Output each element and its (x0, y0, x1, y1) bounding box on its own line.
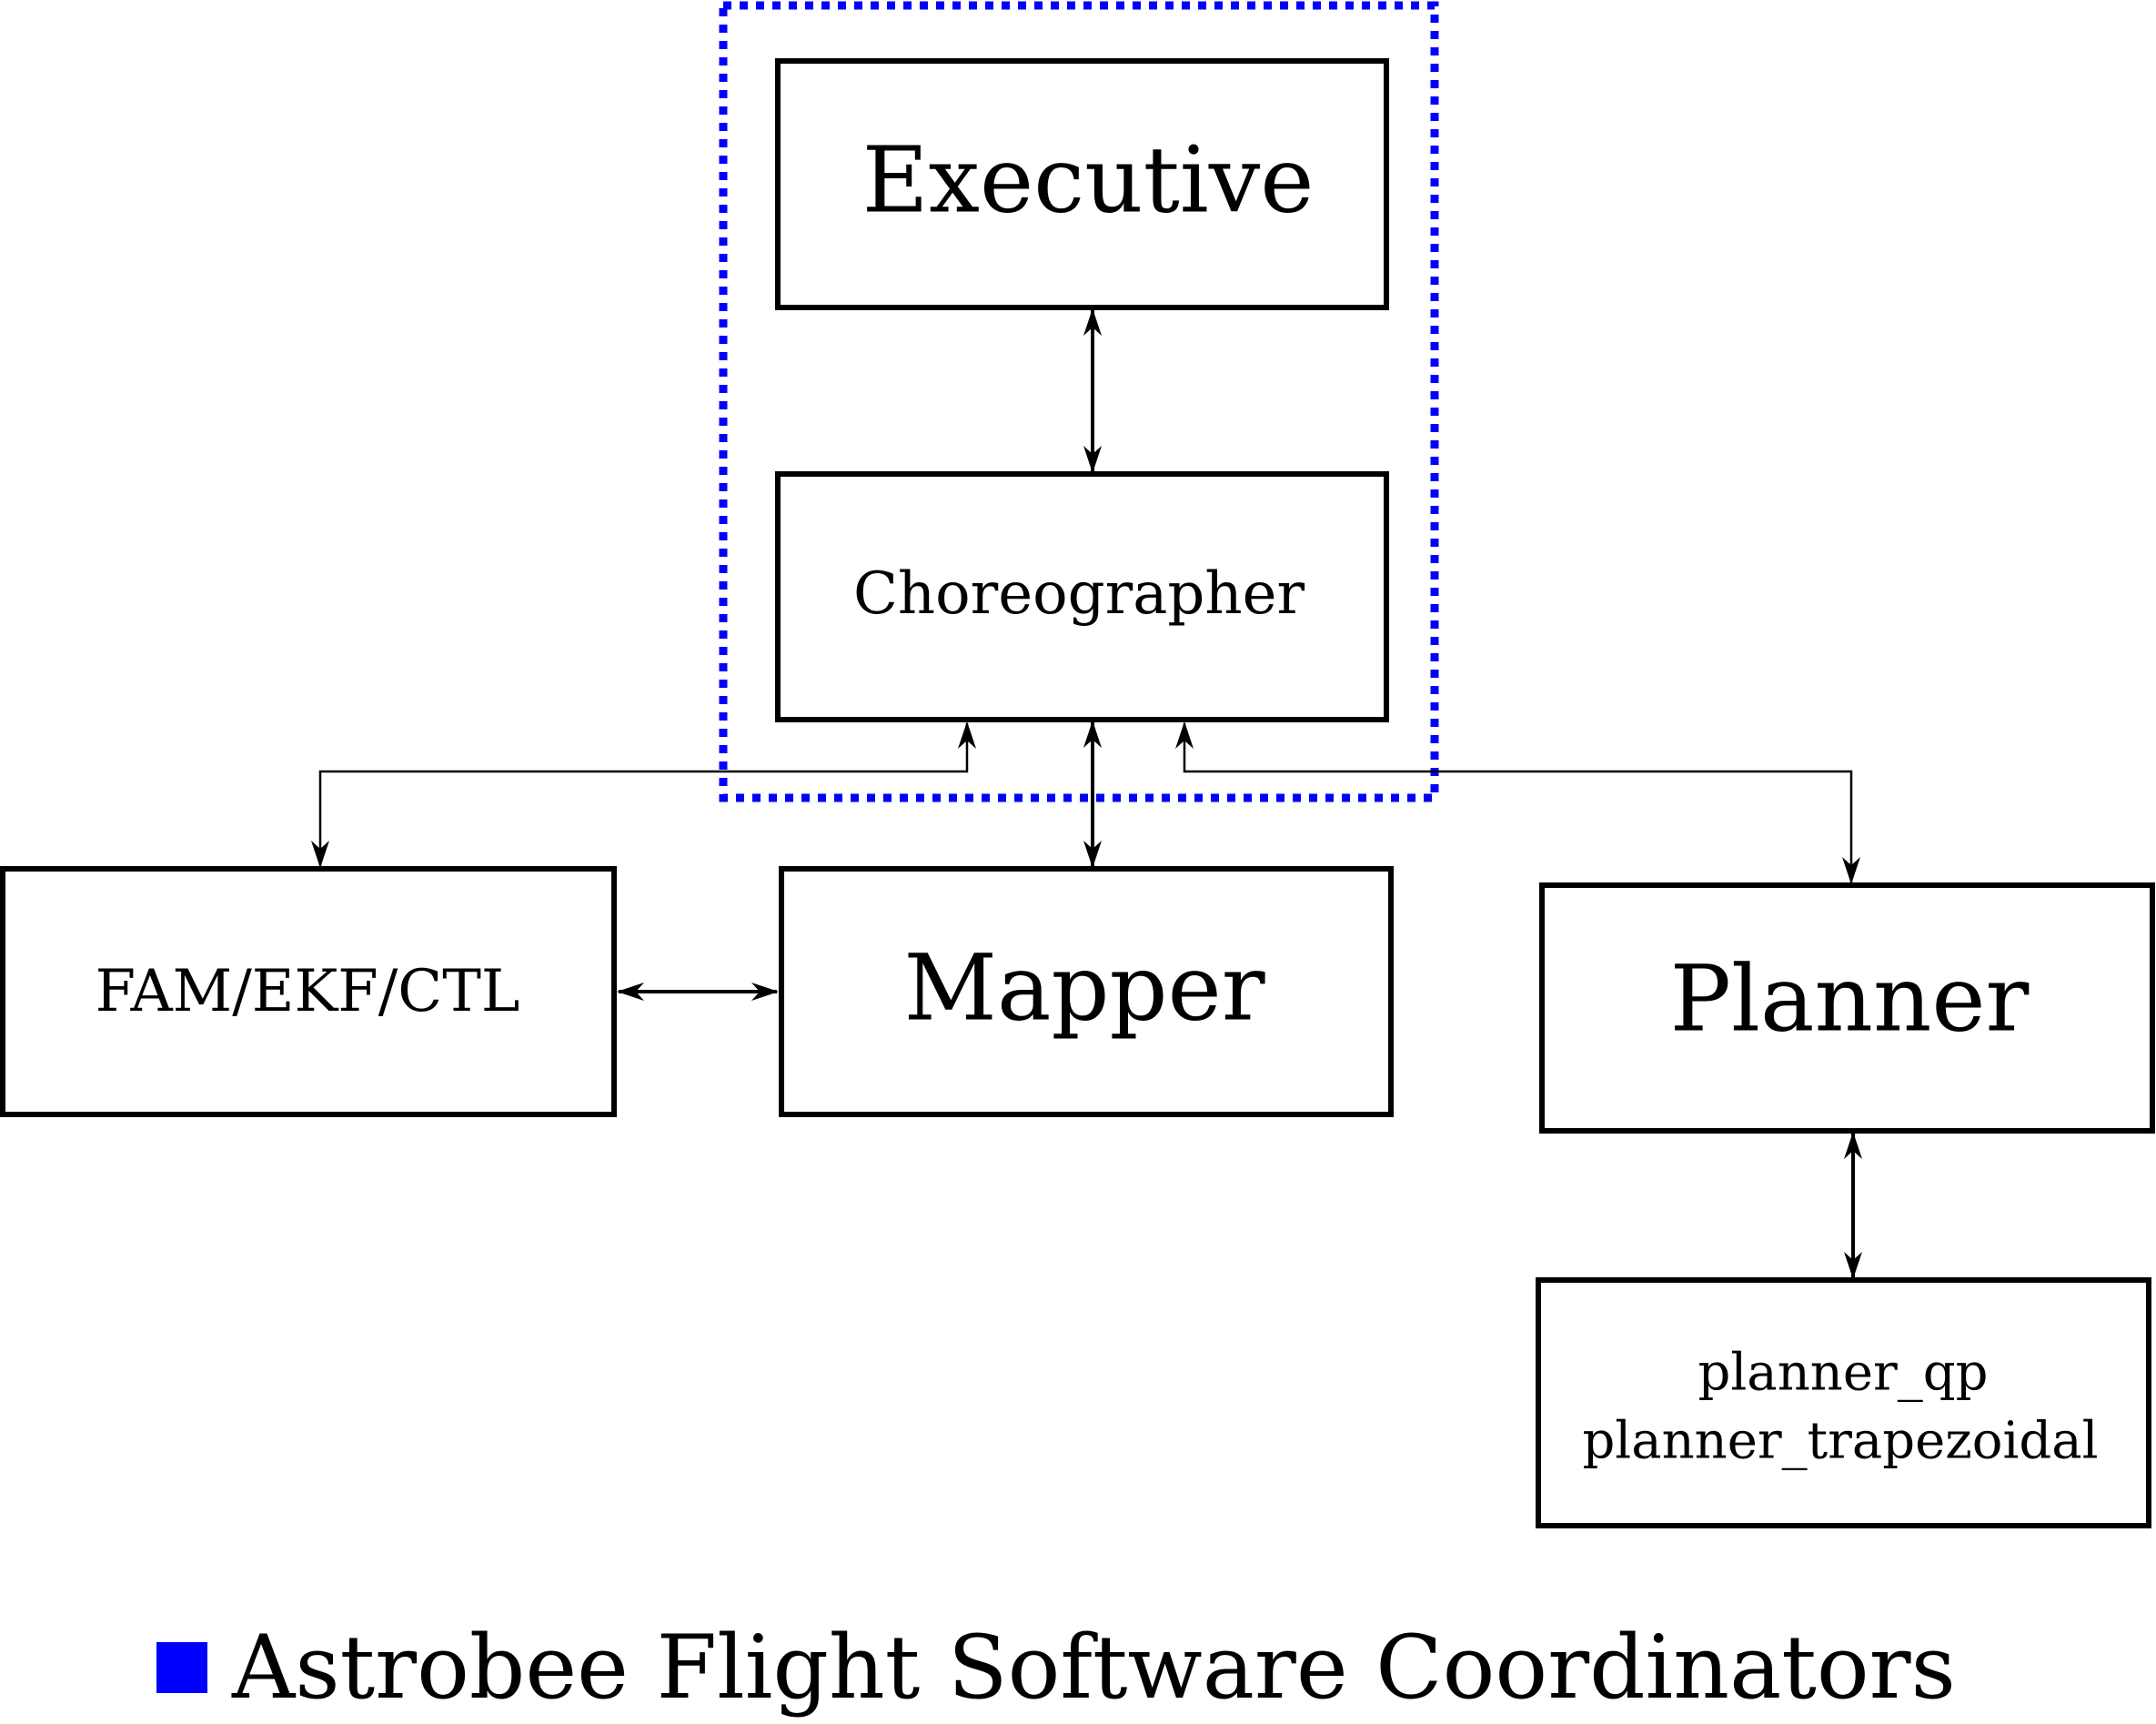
executive-label: Executive (862, 127, 1315, 234)
executive-box (775, 58, 1389, 310)
choreographer-planner-arrow (1175, 721, 1860, 884)
planner-algorithms-box (1536, 1277, 2151, 1528)
mapper-box (779, 866, 1394, 1117)
choreographer-box (775, 471, 1389, 722)
planner-label: Planner (1670, 946, 2030, 1053)
fam-ekf-ctl-box (0, 866, 617, 1117)
fam-ekf-ctl-label: FAM/EKF/CTL (96, 958, 520, 1025)
choreographer-label: Choreographer (853, 560, 1305, 628)
mapper-label: Mapper (903, 935, 1264, 1042)
coordinators-group-outline (719, 1, 1439, 802)
choreographer-fam-ekf-ctl-arrow (311, 721, 976, 868)
planner-box (1539, 882, 2155, 1134)
planner-qp-label: planner_qp (1698, 1344, 1989, 1403)
legend-swatch (156, 1642, 207, 1693)
planner-trapezoidal-label: planner_trapezoidal (1582, 1412, 2098, 1471)
legend-label: Astrobee Flight Software Coordinators (231, 1617, 1956, 1719)
